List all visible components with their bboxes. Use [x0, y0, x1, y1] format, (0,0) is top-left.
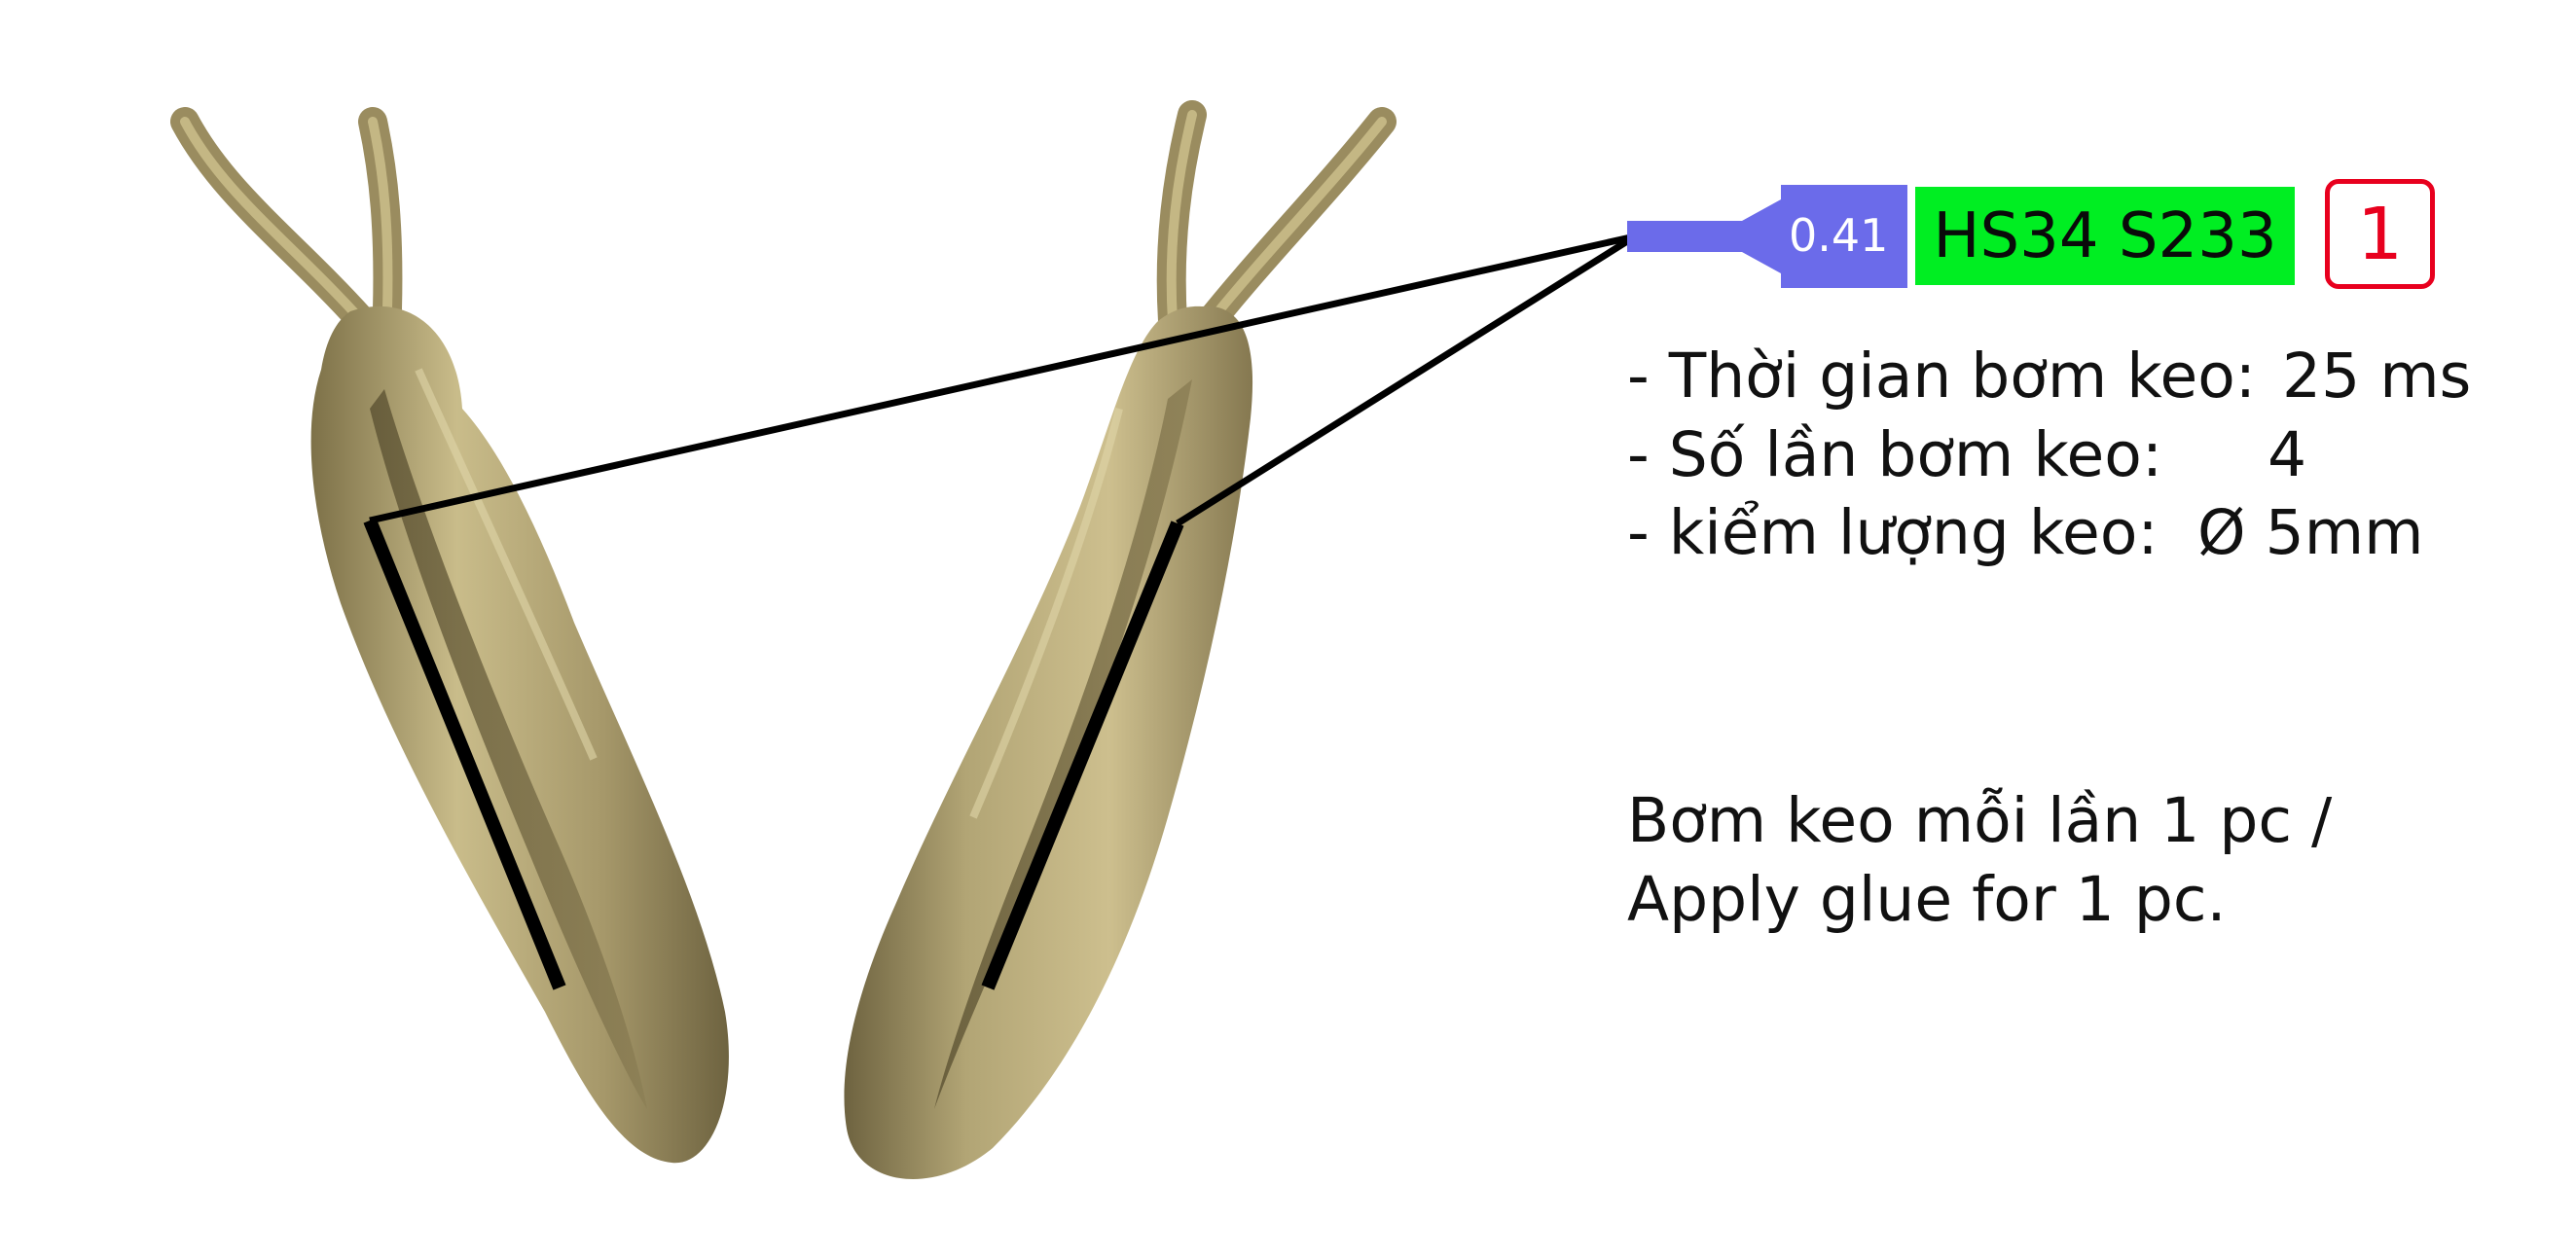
spec-value-time: 25 ms: [2282, 341, 2472, 412]
glue-type-label: HS34 S233: [1915, 187, 2295, 285]
note-line-vietnamese: Bơm keo mỗi lần 1 pc /: [1627, 785, 2333, 856]
left-part-image: [170, 107, 729, 1164]
spec-label-count: - Số lần bơm keo:: [1627, 419, 2163, 490]
spec-label-time: - Thời gian bơm keo:: [1627, 341, 2256, 412]
spec-value-amount: Ø 5mm: [2197, 497, 2424, 568]
right-glue-line: [981, 521, 1184, 990]
right-part-image: [844, 100, 1397, 1180]
leader-line-right: [1176, 233, 1637, 526]
note-line-english: Apply glue for 1 pc.: [1627, 864, 2227, 935]
spec-value-count: 4: [2268, 419, 2307, 490]
step-number-badge: 1: [2325, 179, 2435, 289]
leader-line-left: [369, 233, 1636, 524]
left-glue-line: [363, 518, 566, 990]
dispensing-needle-icon: [1627, 185, 1907, 288]
needle-gauge-label: 0.41: [1789, 209, 1889, 262]
spec-label-amount: - kiểm lượng keo:: [1627, 497, 2159, 568]
